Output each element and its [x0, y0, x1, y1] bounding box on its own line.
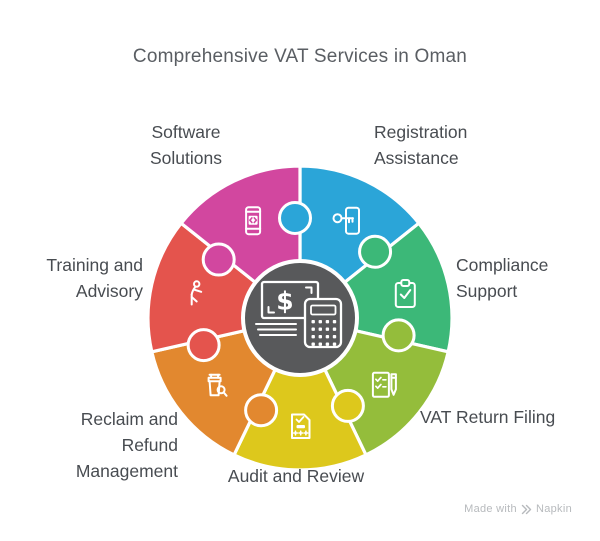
puzzle-knob [244, 393, 279, 428]
puzzle-knob [330, 388, 365, 423]
napkin-credit[interactable]: Made with Napkin [464, 503, 572, 515]
label-compliance-support: Compliance Support [456, 255, 549, 301]
made-with-text: Made with [464, 503, 517, 515]
checklist-pen-icon [371, 371, 397, 398]
puzzle-knob [381, 318, 416, 353]
svg-text:$: $ [276, 287, 293, 316]
clipboard-check-icon [394, 279, 416, 308]
diagram-title: Comprehensive VAT Services in Oman [132, 46, 468, 67]
money-calculator-icon: $ [255, 280, 343, 349]
label-audit-and-review: Audit and Review [227, 466, 365, 486]
label-training-advisory: Training and Advisory [46, 255, 143, 301]
segment-audit-and-review [232, 316, 368, 472]
puzzle-knob [201, 242, 236, 277]
key-access-icon [332, 206, 360, 235]
label-vat-return-filing: VAT Return Filing [420, 407, 556, 427]
training-person-icon [190, 280, 203, 306]
label-registration-assistance: Registration Assistance [374, 122, 468, 168]
puzzle-knob [186, 328, 221, 363]
puzzle-knob [278, 201, 312, 235]
mobile-app-icon [245, 206, 262, 236]
napkin-logo-icon [521, 504, 532, 514]
label-software-solutions: Software Solutions [150, 122, 222, 168]
audit-document-icon [291, 413, 311, 439]
puzzle-knob [358, 234, 393, 269]
refund-jar-icon [207, 373, 228, 397]
label-reclaim-refund: Reclaim and Refund Management [75, 409, 178, 481]
brand-text: Napkin [535, 503, 572, 515]
